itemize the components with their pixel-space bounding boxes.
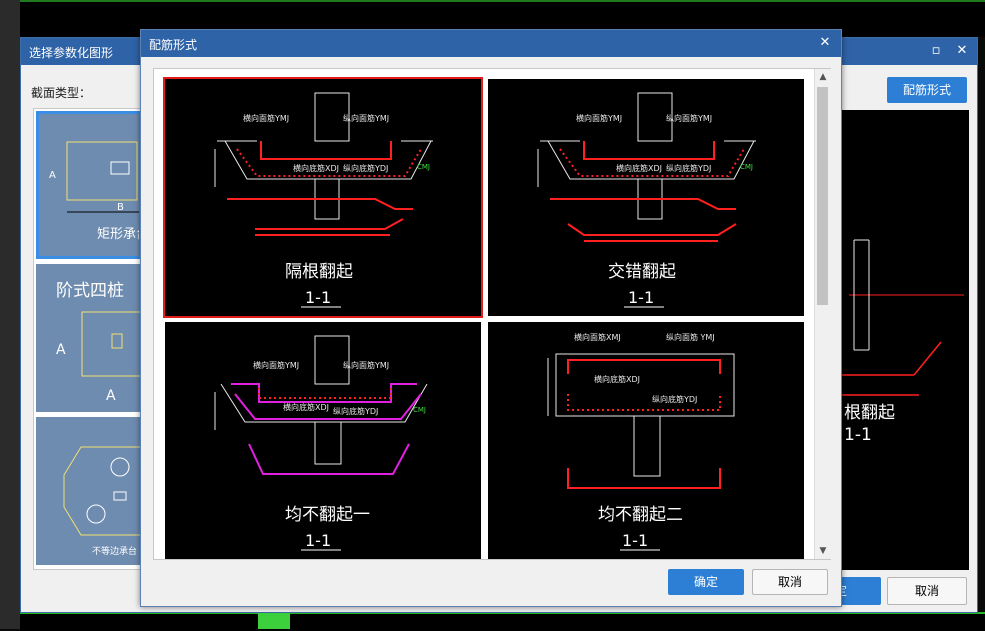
section-type-label: 截面类型：: [31, 86, 92, 100]
option-section: 1-1: [305, 288, 331, 307]
vertical-scrollbar[interactable]: ▲ ▼: [814, 69, 831, 559]
label-horizontal-bottom: 横向底筋XDJ: [616, 163, 662, 173]
irregular-cap-thumbnail: 不等边承台: [63, 446, 143, 557]
rebar-form-button[interactable]: 配筋形式: [887, 77, 967, 103]
option-caption: 隔根翻起: [285, 262, 353, 282]
status-indicator: [258, 612, 290, 629]
label-longitudinal-top: 纵向面筋YMJ: [343, 113, 389, 123]
rebar-diagram: 横向面筋XMJ 纵向面筋 YMJ 横向底筋XDJ 纵向底筋YDJ 均不翻起二 1…: [547, 332, 735, 551]
label-longitudinal-bottom: 纵向底筋YDJ: [333, 406, 378, 416]
label-horizontal-bottom: 横向底筋XDJ: [283, 402, 329, 412]
outer-cancel-button[interactable]: 取消: [887, 577, 967, 605]
outer-dialog-title: 选择参数化图形: [29, 46, 114, 60]
label-side-rebar: CMJ: [413, 406, 426, 414]
scroll-down-icon[interactable]: ▼: [819, 546, 827, 556]
list-item[interactable]: A B 矩形承台: [36, 111, 144, 259]
label-side-rebar: CMJ: [740, 163, 753, 171]
svg-text:A: A: [106, 388, 116, 404]
list-item-caption: 阶式四桩: [56, 281, 124, 301]
close-icon[interactable]: ✕: [956, 43, 968, 58]
preview-drawing: 根翻起 1-1: [839, 239, 964, 445]
rect-cap-thumbnail: A B 矩形承台: [49, 141, 144, 242]
rebar-option-card[interactable]: 横向面筋YMJ 纵向面筋YMJ 横向底筋XDJ 纵向底筋YDJ CMJ 交错翻起…: [488, 79, 804, 316]
label-horizontal-bottom: 横向底筋XDJ: [293, 163, 339, 173]
label-side-rebar: CMJ: [417, 163, 430, 171]
rebar-options-grid: 横向面筋YMJ 纵向面筋YMJ 横向底筋XDJ 纵向底筋YDJ CMJ 隔根翻起…: [153, 68, 831, 560]
label-horizontal-top: 横向面筋YMJ: [253, 360, 299, 370]
ok-button[interactable]: 确定: [668, 569, 744, 595]
rebar-option-card[interactable]: 横向面筋XMJ 纵向面筋 YMJ 横向底筋XDJ 纵向底筋YDJ 均不翻起二 1…: [488, 322, 804, 559]
svg-text:A: A: [49, 170, 56, 181]
preview-caption: 根翻起: [844, 403, 895, 423]
svg-text:B: B: [117, 202, 124, 213]
label-longitudinal-top: 纵向面筋YMJ: [343, 360, 389, 370]
maximize-icon[interactable]: ▫: [931, 43, 941, 58]
inner-dialog-title: 配筋形式: [149, 38, 198, 52]
pile-cap-thumbnail: 阶式四桩 A A: [56, 281, 143, 404]
close-icon[interactable]: ✕: [819, 35, 831, 50]
rebar-diagram: 横向面筋YMJ 纵向面筋YMJ 横向底筋XDJ 纵向底筋YDJ CMJ 均不翻起…: [214, 335, 428, 551]
preview-section-label: 1-1: [844, 425, 872, 445]
label-horizontal-top: 横向面筋YMJ: [576, 113, 622, 123]
list-item[interactable]: 阶式四桩 A A: [36, 264, 143, 412]
option-caption: 交错翻起: [608, 262, 676, 282]
scroll-thumb[interactable]: [817, 87, 828, 305]
label-longitudinal-bottom: 纵向底筋YDJ: [652, 394, 697, 404]
option-section: 1-1: [622, 531, 648, 550]
section-type-list: A B 矩形承台 阶式四桩 A A 不等边承台: [33, 108, 145, 570]
label-longitudinal-bottom: 纵向底筋YDJ: [666, 163, 711, 173]
rebar-diagram: 横向面筋YMJ 纵向面筋YMJ 横向底筋XDJ 纵向底筋YDJ CMJ 隔根翻起…: [214, 92, 433, 308]
rebar-option-card[interactable]: 横向面筋YMJ 纵向面筋YMJ 横向底筋XDJ 纵向底筋YDJ CMJ 均不翻起…: [165, 322, 481, 559]
option-section: 1-1: [305, 531, 331, 550]
scroll-up-icon[interactable]: ▲: [819, 72, 827, 82]
option-caption: 均不翻起一: [285, 505, 370, 525]
rebar-form-dialog: 配筋形式 ✕ 横向面筋YMJ 纵向面筋YMJ 横向底筋XDJ 纵: [140, 29, 842, 607]
label-horizontal-top: 横向面筋YMJ: [243, 113, 289, 123]
label-longitudinal-bottom: 纵向底筋YDJ: [343, 163, 388, 173]
cad-canvas-bottom: [20, 612, 985, 631]
list-item-caption: 不等边承台: [92, 545, 137, 557]
rebar-option-card[interactable]: 横向面筋YMJ 纵向面筋YMJ 横向底筋XDJ 纵向底筋YDJ CMJ 隔根翻起…: [163, 77, 483, 318]
label-longitudinal-top: 纵向面筋YMJ: [666, 113, 712, 123]
option-section: 1-1: [628, 288, 654, 307]
list-item-caption: 矩形承台: [97, 227, 139, 242]
cancel-button[interactable]: 取消: [752, 569, 828, 595]
svg-text:A: A: [56, 342, 66, 358]
list-item[interactable]: 不等边承台: [36, 417, 143, 565]
left-toolbar-strip: [0, 0, 20, 629]
preview-panel: 根翻起 1-1: [829, 110, 969, 570]
label-longitudinal-ymj2: 纵向面筋 YMJ: [666, 332, 715, 342]
label-horizontal-bottom: 横向底筋XDJ: [594, 374, 640, 384]
inner-title-bar: 配筋形式 ✕: [141, 30, 841, 57]
label-top-xmj: 横向面筋XMJ: [574, 332, 621, 342]
option-caption: 均不翻起二: [598, 505, 683, 525]
rebar-diagram: 横向面筋YMJ 纵向面筋YMJ 横向底筋XDJ 纵向底筋YDJ CMJ 交错翻起…: [537, 92, 756, 308]
